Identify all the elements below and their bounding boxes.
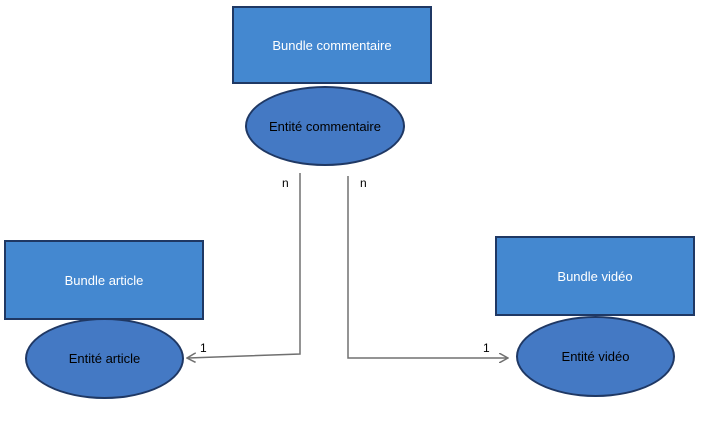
- cardinality-1-video: 1: [483, 341, 490, 355]
- bundle-commentaire-box: Bundle commentaire: [232, 6, 432, 84]
- bundle-commentaire-label: Bundle commentaire: [272, 37, 392, 53]
- cardinality-n-article: n: [282, 176, 289, 190]
- entite-article-label: Entité article: [68, 351, 141, 366]
- comment-to-video-connector: [347, 176, 507, 358]
- cardinality-1-article: 1: [200, 341, 207, 355]
- entite-commentaire-ellipse: Entité commentaire: [245, 86, 405, 166]
- entite-video-ellipse: Entité vidéo: [516, 316, 675, 397]
- entite-commentaire-label: Entité commentaire: [269, 118, 381, 134]
- entite-video-label: Entité vidéo: [561, 349, 630, 364]
- bundle-video-box: Bundle vidéo: [495, 236, 695, 316]
- bundle-video-label: Bundle vidéo: [557, 268, 633, 284]
- entite-article-ellipse: Entité article: [25, 318, 184, 399]
- cardinality-n-video: n: [360, 176, 367, 190]
- bundle-article-label: Bundle article: [64, 272, 144, 288]
- bundle-article-box: Bundle article: [4, 240, 204, 320]
- comment-to-article-connector: [188, 173, 301, 358]
